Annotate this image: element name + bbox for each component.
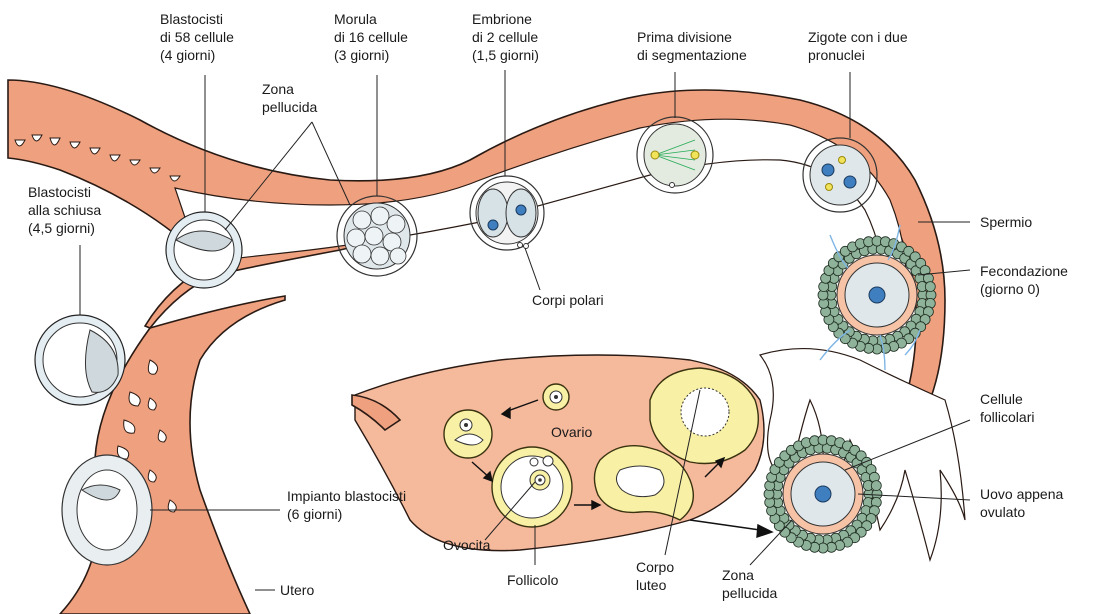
label-fecondazione: Fecondazione (giorno 0) [980,263,1072,297]
label-zona-pellucida-bottom: Zona pellucida [722,567,777,601]
first-cleavage [637,117,713,193]
label-corpi-polari: Corpi polari [532,292,604,308]
follicular-cell [871,481,881,491]
label-blastocisti-schiusa: Blastocisti alla schiusa (4,5 giorni) [28,184,105,236]
label-spermio: Spermio [980,214,1032,230]
label-uovo: Uovo appena ovulato [980,486,1067,520]
follicular-cell [925,282,935,292]
label-utero: Utero [280,582,314,598]
follicle-small [543,384,569,410]
follicle-mature [492,447,572,527]
label-prima-divisione: Prima divisione di segmentazione [637,29,747,63]
label-follicolo: Follicolo [507,572,559,588]
embryo-2-cell [470,176,544,250]
label-zona-pellucida-top: Zona pellucida [262,81,317,115]
label-ovocita: Ovocita [443,537,491,553]
label-cellule-follicolari: Cellule follicolari [980,391,1034,425]
label-ovario: Ovario [551,424,592,440]
label-impianto: Impianto blastocisti (6 giorni) [287,488,410,522]
morula-16 [337,196,417,276]
label-embrione: Embrione di 2 cellule (1,5 giorni) [472,11,542,63]
label-corpo-luteo: Corpo luteo [636,559,678,593]
zygote [803,138,877,212]
implanted-blastocyst [62,455,152,565]
label-blastocisti-58: Blastocisti di 58 cellule (4 giorni) [160,11,238,63]
label-morula: Morula di 16 cellule (3 giorni) [334,11,412,63]
follicle-secondary [444,410,492,458]
hatching-blastocyst [35,315,125,405]
label-zigote: Zigote con i due pronuclei [808,29,912,63]
